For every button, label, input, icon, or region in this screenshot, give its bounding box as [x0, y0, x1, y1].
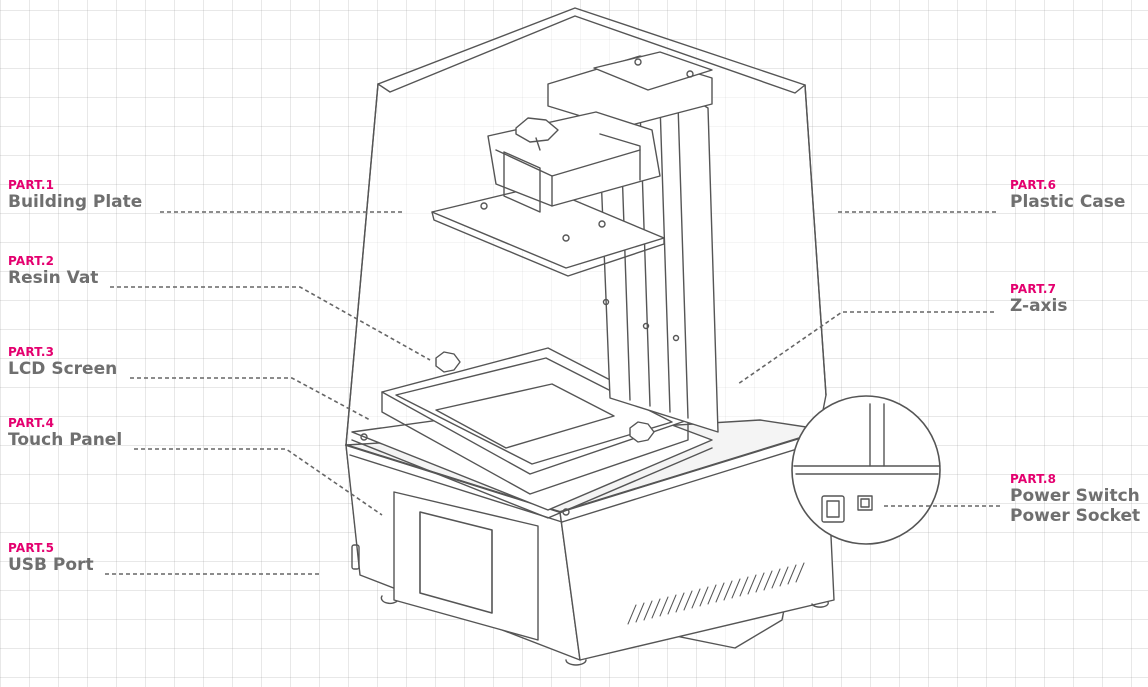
leader-line-part4 — [134, 448, 383, 516]
leader-line-part7 — [737, 311, 994, 385]
part-number: PART.8 — [1010, 472, 1057, 486]
touch-panel-drawing — [393, 491, 539, 641]
part-name: Z-axis — [1010, 296, 1068, 316]
part-number: PART.7 — [1010, 282, 1057, 296]
label-resin-vat: PART.2 Resin Vat — [8, 254, 98, 288]
label-plastic-case: PART.6 Plastic Case — [1010, 178, 1125, 212]
power-inset — [791, 395, 941, 545]
part-number: PART.4 — [8, 416, 55, 430]
leader-line-part3 — [130, 377, 371, 421]
part-name: Touch Panel — [8, 430, 123, 450]
label-touch-panel: PART.4 Touch Panel — [8, 416, 122, 450]
part-name: LCD Screen — [8, 359, 118, 379]
leader-line-part2 — [110, 286, 431, 361]
part-number: PART.6 — [1010, 178, 1057, 192]
label-power-switch-socket: PART.8 Power Switch Power Socket — [1010, 472, 1140, 526]
part-name: Plastic Case — [1010, 192, 1126, 212]
part-number: PART.2 — [8, 254, 55, 268]
label-usb-port: PART.5 USB Port — [8, 541, 94, 575]
part-name: USB Port — [8, 555, 94, 575]
part-name-secondary: Power Socket — [1010, 506, 1141, 526]
label-building-plate: PART.1 Building Plate — [8, 178, 142, 212]
part-number: PART.1 — [8, 178, 55, 192]
part-number: PART.5 — [8, 541, 55, 555]
label-z-axis: PART.7 Z-axis — [1010, 282, 1067, 316]
part-name: Power Switch — [1010, 486, 1140, 506]
label-lcd-screen: PART.3 LCD Screen — [8, 345, 117, 379]
building-plate-drawing — [431, 111, 665, 277]
part-name: Building Plate — [8, 192, 143, 212]
part-name: Resin Vat — [8, 268, 99, 288]
part-number: PART.3 — [8, 345, 55, 359]
resin-vat-drawing — [381, 347, 689, 495]
